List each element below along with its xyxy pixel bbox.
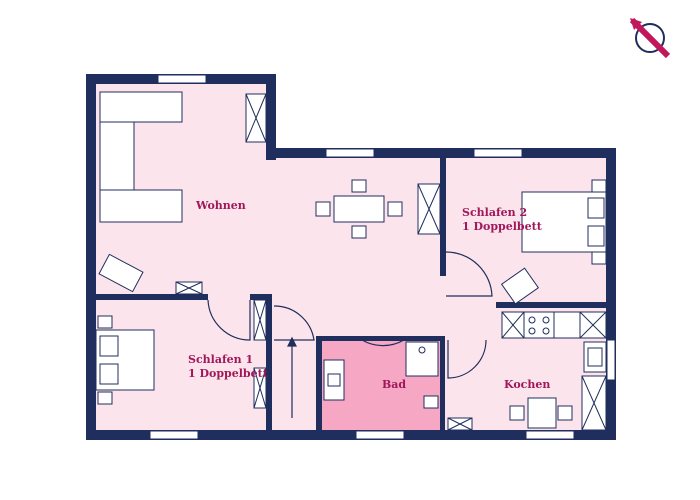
interior-walls: [90, 152, 610, 434]
furniture: [95, 91, 607, 431]
label-schlafen1-line1: Schlafen 1: [188, 353, 253, 366]
bath-fixtures: [323, 341, 439, 409]
label-schlafen1-line2: 1 Doppelbett: [188, 367, 269, 380]
sofa: [99, 91, 183, 223]
cabinet-schlafen1: [253, 299, 267, 409]
cabinet-small: [175, 281, 203, 295]
label-wohnen: Wohnen: [195, 199, 246, 212]
door-kochen: [447, 339, 487, 379]
bed-schlafen1: [95, 315, 155, 405]
doors: [207, 251, 493, 379]
door-schlafen1: [207, 299, 251, 341]
entry-door: [287, 336, 297, 418]
bed-schlafen2: [521, 179, 607, 265]
label-schlafen2-line2: 1 Doppelbett: [462, 220, 543, 233]
label-schlafen2-line1: Schlafen 2: [462, 206, 527, 219]
compass-icon: [629, 17, 671, 59]
kitchen-table: [509, 397, 573, 429]
door-bath: [361, 339, 405, 347]
door-hall: [273, 305, 315, 341]
dining-table: [315, 179, 403, 239]
cabinet-schlafen2: [417, 183, 441, 235]
armchair: [98, 253, 144, 293]
label-kochen: Kochen: [504, 378, 550, 391]
armchair-schlafen2: [500, 267, 540, 305]
room-labels: Wohnen Schlafen 2 1 Doppelbett Schlafen …: [188, 199, 550, 391]
door-schlafen2: [445, 251, 493, 297]
apartment-floor: [90, 78, 612, 436]
cabinet-wohnen: [245, 93, 267, 143]
cabinet-kochen: [447, 417, 473, 431]
label-bad: Bad: [382, 378, 406, 391]
kitchen-counter: [501, 311, 607, 431]
windows: [149, 74, 616, 440]
